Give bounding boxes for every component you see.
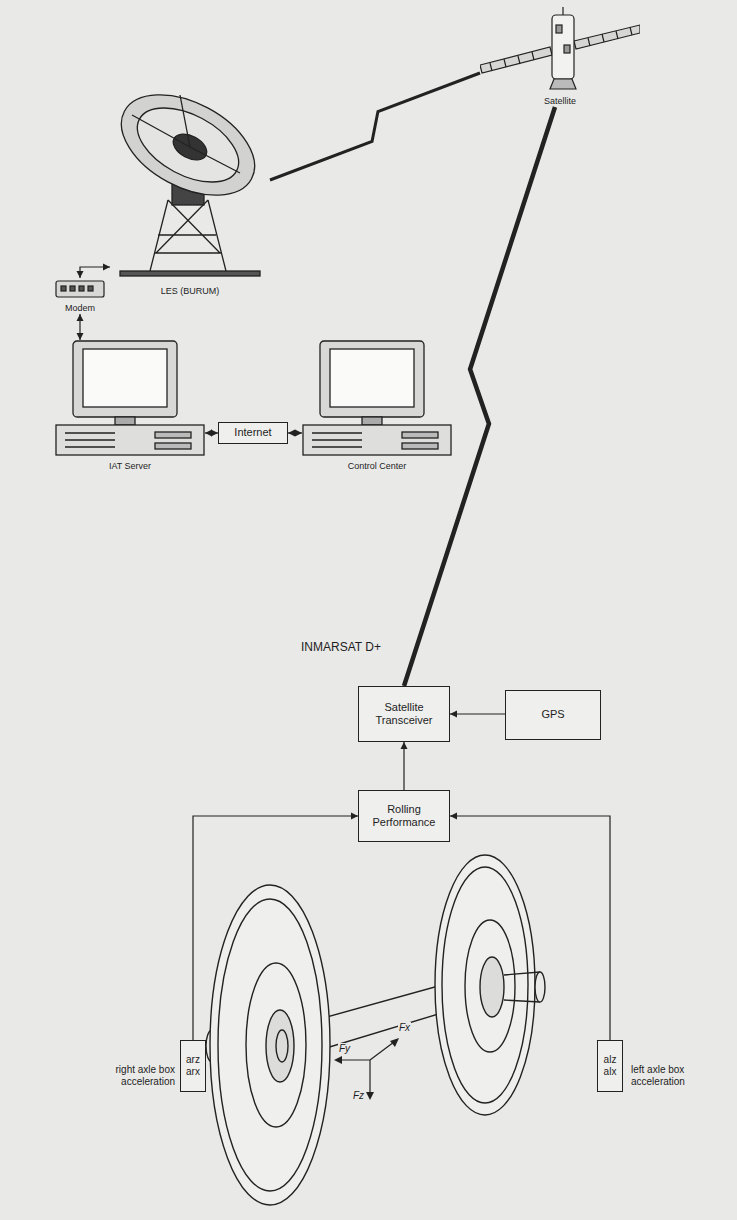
server-computer: IAT Server	[55, 340, 205, 472]
connector	[193, 813, 358, 1041]
arrow-head	[401, 742, 408, 749]
control-computer	[302, 340, 452, 456]
radio-link	[270, 73, 480, 180]
connector-line	[450, 713, 505, 714]
modem-device: Modem	[55, 278, 105, 314]
arrow-head	[211, 430, 218, 437]
arrow-head	[77, 314, 84, 321]
connector-line	[270, 73, 480, 180]
process-box: GPS	[505, 690, 601, 740]
node-text: Internet	[234, 426, 271, 439]
connector	[401, 742, 408, 790]
process-box: Rolling Performance	[358, 790, 450, 842]
link-label: INMARSAT D+	[300, 640, 382, 654]
force-label: Fy	[338, 1043, 351, 1055]
arrow-head	[288, 430, 295, 437]
connector	[450, 813, 610, 1041]
connector-line	[404, 107, 555, 686]
earth-station-dish	[110, 75, 270, 280]
sensor-label: left axle box acceleration	[630, 1064, 714, 1088]
arrow-head	[77, 333, 84, 340]
node-text: alz	[604, 1054, 617, 1066]
force-label: Fx	[398, 1022, 411, 1034]
arrow-head	[77, 271, 84, 278]
arrow-head	[351, 813, 358, 820]
arrow-head	[450, 711, 457, 718]
connector	[205, 430, 218, 437]
node-text: IAT Server	[55, 460, 205, 472]
connector	[288, 430, 302, 437]
node-text: alx	[604, 1066, 617, 1078]
connector	[77, 264, 111, 279]
sensor-box: alzalx	[597, 1040, 623, 1092]
modem-device	[55, 278, 105, 300]
arrow-head	[205, 430, 212, 437]
node-text: Satellite Transceiver	[362, 701, 446, 727]
arrow-head	[103, 264, 110, 271]
arrow-head	[295, 430, 302, 437]
node-text: Rolling Performance	[362, 803, 446, 829]
server-computer	[55, 340, 205, 456]
process-box: Satellite Transceiver	[358, 686, 450, 742]
satellite-icon: Satellite	[480, 5, 640, 107]
node-text: GPS	[541, 708, 564, 721]
node-text: Satellite	[480, 95, 640, 107]
connector	[77, 314, 84, 340]
earth-station-dish: LES (BURUM)	[110, 75, 270, 297]
radio-link	[404, 107, 555, 686]
node-text: arx	[186, 1066, 200, 1078]
network-box: Internet	[218, 422, 288, 444]
arrow-head	[450, 813, 457, 820]
connector	[450, 711, 505, 718]
connector-line	[193, 816, 358, 1040]
connector-line	[403, 742, 404, 790]
sensor-box: arzarx	[180, 1040, 206, 1092]
node-text: arz	[186, 1054, 200, 1066]
node-text: Modem	[55, 302, 105, 314]
force-label: Fz	[352, 1090, 365, 1102]
satellite-icon	[480, 5, 640, 93]
connector-line	[450, 816, 610, 1040]
sensor-label: right axle box acceleration	[92, 1064, 176, 1088]
node-text: LES (BURUM)	[110, 285, 270, 297]
control-computer: Control Center	[302, 340, 452, 472]
node-text: Control Center	[302, 460, 452, 472]
